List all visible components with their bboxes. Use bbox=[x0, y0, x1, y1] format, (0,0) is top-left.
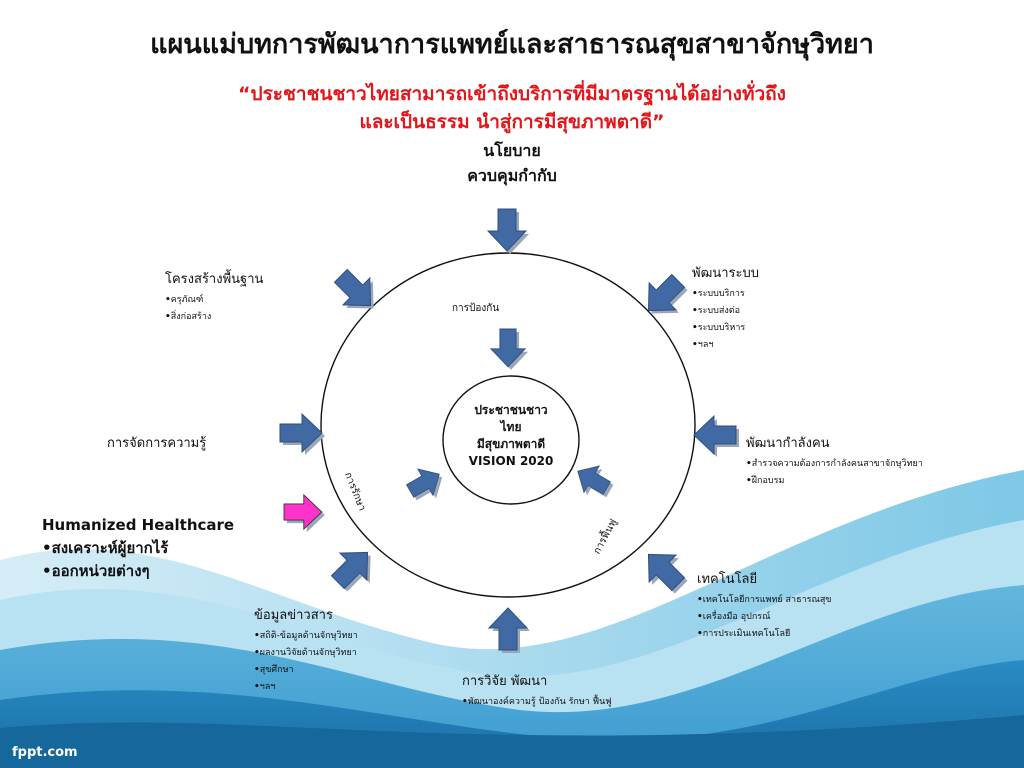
arrow-prevention-icon bbox=[489, 328, 527, 368]
technology-item: เทคโนโลยีการแพทย์ สาธารณสุข bbox=[697, 592, 832, 609]
arrow-humanized-icon bbox=[283, 493, 323, 531]
infrastructure-block: โครงสร้างพื้นฐาน ครุภัณฑ์ สิ่งก่อสร้าง bbox=[165, 268, 263, 326]
information-item: สถิติ-ข้อมูลด้านจักษุวิทยา bbox=[254, 628, 358, 645]
policy-line-1: นโยบาย bbox=[483, 141, 541, 160]
workforce-block: พัฒนากำลังคน สำรวจความต้องการกำลังคนสาขา… bbox=[746, 432, 923, 490]
center-line-2: ไทย bbox=[500, 420, 522, 434]
center-line-4: VISION 2020 bbox=[468, 454, 554, 468]
arrow-knowledge-icon bbox=[279, 412, 323, 454]
vision-line-2: และเป็นธรรม นำสู่การมีสุขภาพตาดี” bbox=[359, 111, 665, 133]
arrow-workforce-icon bbox=[693, 414, 737, 456]
workforce-item: ฝึกอบรม bbox=[746, 473, 923, 490]
infrastructure-item: สิ่งก่อสร้าง bbox=[165, 309, 263, 326]
center-vision: ประชาชนชาว ไทย มีสุขภาพตาดี VISION 2020 bbox=[449, 402, 573, 470]
technology-item: เครื่องมือ อุปกรณ์ bbox=[697, 609, 831, 626]
prevention-label: การป้องกัน bbox=[452, 303, 500, 314]
system-item: ฯลฯ bbox=[692, 337, 759, 354]
arrow-infrastructure-icon bbox=[333, 268, 372, 307]
infrastructure-item: ครุภัณฑ์ bbox=[165, 292, 263, 309]
arrow-rehab-inner-icon bbox=[577, 465, 612, 495]
technology-item: การประเมินเทคโนโลยี bbox=[697, 626, 831, 643]
vision-statement: “ประชาชนชาวไทยสามารถเข้าถึงบริการที่มีมา… bbox=[100, 80, 924, 136]
information-block: ข้อมูลข่าวสาร สถิติ-ข้อมูลด้านจักษุวิทยา… bbox=[254, 604, 358, 696]
system-block: พัฒนาระบบ ระบบบริการ ระบบส่งต่อ ระบบบริห… bbox=[692, 262, 759, 354]
center-circle bbox=[442, 375, 580, 505]
system-item: ระบบบริการ bbox=[692, 286, 759, 303]
arrow-research-icon bbox=[487, 607, 529, 651]
humanized-item: สงเคราะห์ผู้ยากไร้ bbox=[42, 537, 234, 560]
arrow-system-icon bbox=[647, 273, 686, 312]
arrow-information-icon bbox=[330, 551, 369, 590]
system-item: ระบบบริหาร bbox=[692, 320, 759, 337]
center-line-3: มีสุขภาพตาดี bbox=[476, 437, 546, 451]
knowledge-heading: การจัดการความรู้ bbox=[107, 436, 207, 451]
system-item: ระบบส่งต่อ bbox=[692, 303, 759, 320]
arrow-policy-icon bbox=[486, 208, 528, 252]
arrow-treatment-inner-icon bbox=[405, 468, 440, 498]
research-block: การวิจัย พัฒนา พัฒนาองค์ความรู้ ป้องกัน … bbox=[462, 670, 612, 711]
policy-label: นโยบาย ควบคุมกำกับ bbox=[412, 138, 612, 188]
arrow-technology-icon bbox=[647, 553, 686, 592]
technology-block: เทคโนโลยี เทคโนโลยีการแพทย์ สาธารณสุข เค… bbox=[697, 568, 831, 643]
workforce-heading: พัฒนากำลังคน bbox=[746, 436, 830, 451]
humanized-block: Humanized Healthcare สงเคราะห์ผู้ยากไร้ … bbox=[42, 514, 234, 583]
research-item: พัฒนาองค์ความรู้ ป้องกัน รักษา ฟื้นฟู bbox=[462, 694, 612, 711]
humanized-heading: Humanized Healthcare bbox=[42, 516, 235, 534]
footer-brand: fppt.com bbox=[12, 745, 78, 760]
system-heading: พัฒนาระบบ bbox=[692, 266, 759, 281]
infrastructure-heading: โครงสร้างพื้นฐาน bbox=[165, 272, 264, 287]
vision-line-1: “ประชาชนชาวไทยสามารถเข้าถึงบริการที่มีมา… bbox=[238, 83, 786, 105]
humanized-item: ออกหน่วยต่างๆ bbox=[42, 560, 234, 583]
page-title: แผนแม่บทการพัฒนาการแพทย์และสาธารณสุขสาขา… bbox=[150, 29, 874, 60]
policy-line-2: ควบคุมกำกับ bbox=[467, 166, 557, 185]
outer-circle bbox=[320, 252, 696, 598]
workforce-item: สำรวจความต้องการกำลังคนสาขาจักษุวิทยา bbox=[746, 456, 923, 473]
information-heading: ข้อมูลข่าวสาร bbox=[254, 608, 333, 623]
information-item: ผลงานวิจัยด้านจักษุวิทยา bbox=[254, 645, 358, 662]
information-item: ฯลฯ bbox=[254, 679, 358, 696]
research-heading: การวิจัย พัฒนา bbox=[462, 674, 548, 689]
technology-heading: เทคโนโลยี bbox=[697, 572, 758, 587]
center-line-1: ประชาชนชาว bbox=[474, 403, 548, 417]
information-item: สุขศึกษา bbox=[254, 662, 358, 679]
